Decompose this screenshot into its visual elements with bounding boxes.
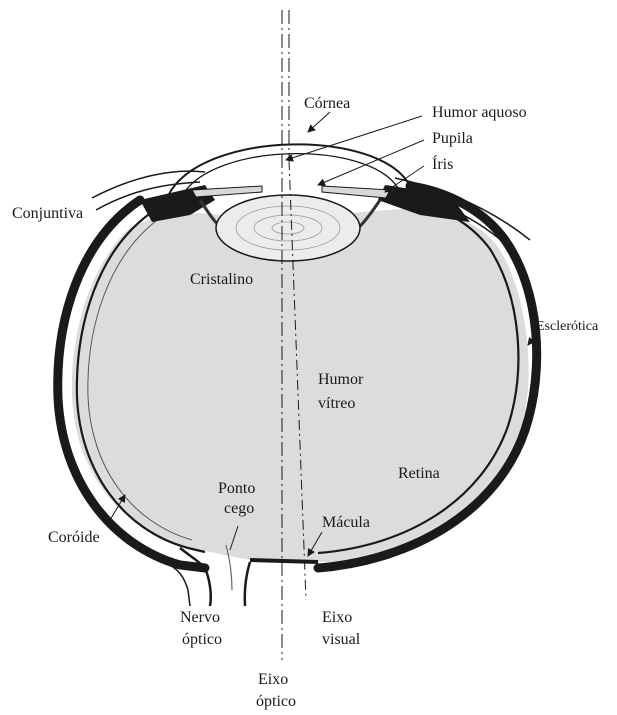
iris-right — [322, 186, 390, 198]
fovea-line — [250, 560, 318, 562]
label-eixo-optico-2: óptico — [256, 693, 296, 710]
lens — [216, 195, 360, 261]
label-coroide: Coróide — [48, 529, 100, 546]
optic-nerve-left-outer — [170, 565, 190, 606]
label-humor-aquoso: Humor aquoso — [432, 104, 527, 121]
label-macula: Mácula — [322, 514, 370, 531]
label-eixo-optico-1: Eixo — [258, 671, 288, 688]
label-cristalino: Cristalino — [190, 271, 253, 288]
label-esclerotica: Esclerótica — [536, 319, 599, 334]
humor-aquoso-leader — [286, 116, 422, 160]
label-iris: Íris — [432, 154, 453, 173]
label-eixo-visual-1: Eixo — [322, 609, 352, 626]
label-eixo-visual-2: visual — [322, 631, 361, 648]
cornea-leader — [308, 112, 330, 132]
label-ponto-cego-1: Ponto — [218, 480, 255, 497]
label-ponto-cego-2: cego — [224, 500, 254, 517]
label-nervo-optico-1: Nervo — [180, 609, 220, 626]
label-humor-vitreo-1: Humor — [318, 371, 364, 388]
label-nervo-optico-2: óptico — [182, 631, 222, 648]
label-humor-vitreo-2: vítreo — [318, 395, 355, 412]
optic-nerve-left — [180, 548, 211, 606]
label-cornea: Córnea — [304, 95, 350, 112]
label-pupila: Pupila — [432, 130, 473, 147]
optic-nerve-right — [245, 562, 250, 606]
vitreous-body — [72, 209, 529, 562]
label-retina: Retina — [398, 465, 440, 482]
label-conjuntiva: Conjuntiva — [12, 205, 83, 222]
